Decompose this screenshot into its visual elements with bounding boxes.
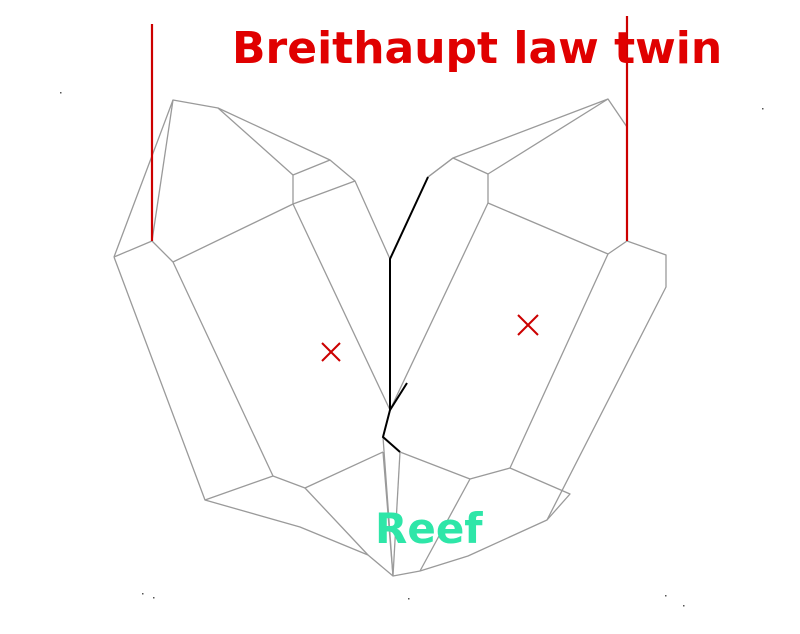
- left-crystal-edge-6: [172, 261, 274, 501]
- right-face-marker: [517, 314, 539, 336]
- right-crystal-edge-7: [419, 478, 471, 572]
- right-crystal-edge-4: [389, 202, 489, 411]
- right-crystal-edge-2: [427, 157, 454, 178]
- right-crystal-edge-6: [399, 451, 511, 480]
- speckles: [60, 92, 764, 607]
- right-crystal-edge-1: [452, 98, 609, 175]
- left-crystal-edge-7: [272, 451, 384, 489]
- left-crystal-edge-5: [151, 99, 174, 242]
- right-crystal-edge-3: [487, 174, 628, 255]
- right-crystal-edge-5: [509, 253, 609, 521]
- right-crystal-edge-8: [392, 451, 401, 577]
- left-crystal-edge-2: [172, 180, 356, 263]
- twin-boundary-lower: [381, 409, 401, 453]
- twin-boundary-line: [389, 176, 429, 414]
- left-crystal-outline: [113, 99, 394, 577]
- left-crystal-edge-10: [382, 451, 394, 577]
- left-crystal-edge-8: [292, 203, 391, 411]
- left-crystal: [113, 99, 394, 577]
- reef-label: Reef: [375, 504, 483, 553]
- left-crystal-edge-4: [217, 107, 294, 176]
- left-crystal-edge-1: [113, 240, 174, 263]
- left-face-marker: [321, 342, 341, 362]
- left-crystal-edge-9: [304, 487, 369, 556]
- diagram-title: Breithaupt law twin: [232, 23, 722, 74]
